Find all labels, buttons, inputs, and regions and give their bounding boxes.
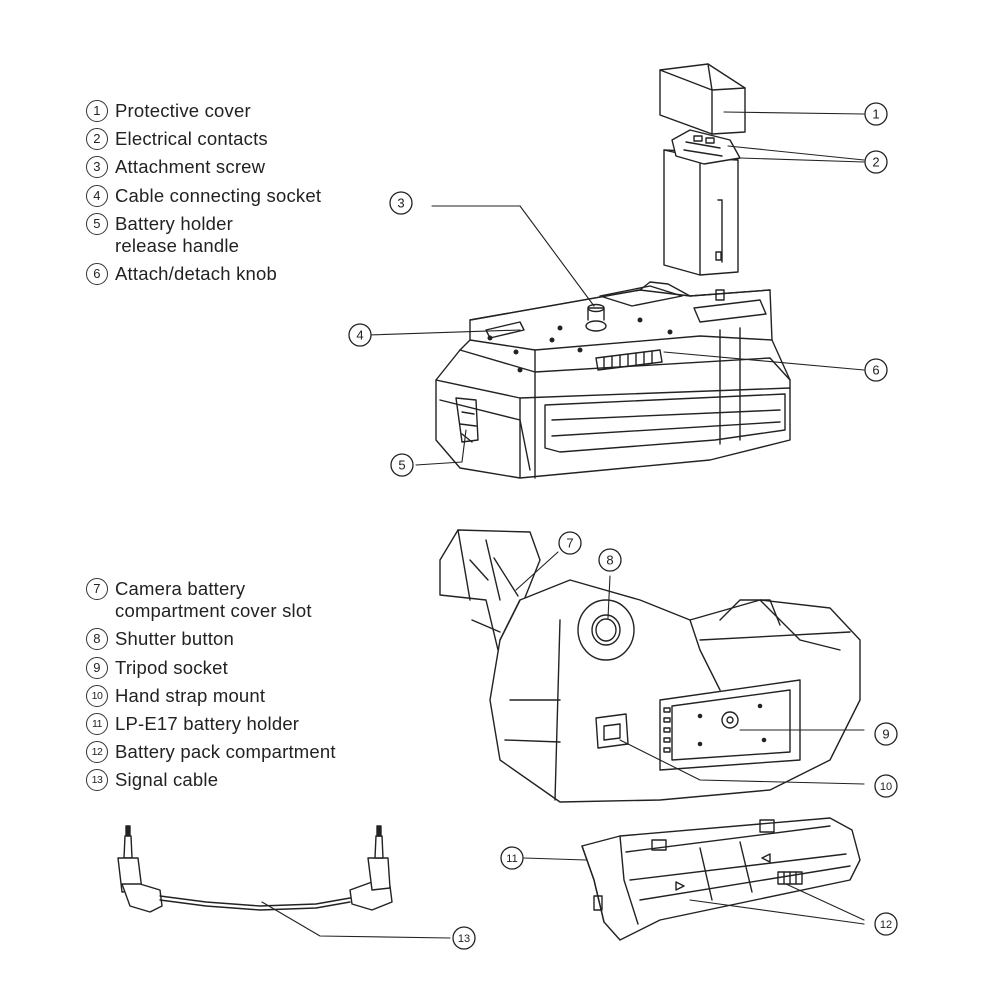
svg-text:10: 10 — [880, 781, 892, 793]
legend-item-12: 12 Battery pack compartment — [86, 741, 336, 764]
legend-number-9: 9 — [86, 656, 108, 679]
callout-7: 7 — [558, 531, 582, 555]
svg-text:2: 2 — [872, 155, 879, 170]
callout-5: 5 — [390, 453, 414, 477]
protective-cover-drawing — [659, 63, 746, 135]
battery-grip-rear-illustration — [439, 529, 861, 803]
legend-number-7: 7 — [86, 578, 108, 600]
legend-item-7: 7 Camera battery compartment cover slot — [86, 578, 336, 622]
legend-label-hand-strap-mount: Hand strap mount — [115, 684, 266, 706]
legend-label-attach-detach-knob: Attach/detach knob — [115, 263, 277, 285]
legend-number-13: 13 — [86, 769, 108, 792]
svg-text:9: 9 — [882, 727, 889, 742]
legend-label-protective-cover: Protective cover — [115, 100, 251, 121]
legend-item-11: 11 LP-E17 battery holder — [86, 712, 336, 735]
callout-9: 9 — [874, 722, 898, 746]
legend-label-attachment-screw: Attachment screw — [115, 156, 266, 178]
callout-8: 8 — [598, 548, 622, 572]
callout-10: 10 — [874, 774, 898, 798]
battery-holder-illustration — [581, 817, 861, 941]
bottom-left-leader-lines — [261, 901, 451, 939]
legend-item-4: 4 Cable connecting socket — [86, 184, 322, 207]
legend-number-10: 10 — [86, 684, 108, 707]
callout-1: 1 — [864, 102, 888, 126]
svg-text:11: 11 — [506, 853, 517, 865]
legend-item-8: 8 Shutter button — [86, 628, 336, 651]
callout-6: 6 — [864, 358, 888, 382]
legend-label-lp-e17-battery-holder: LP-E17 battery holder — [115, 712, 300, 734]
legend-number-1: 1 — [86, 100, 108, 122]
legend-number-4: 4 — [86, 184, 108, 207]
legend-number-8: 8 — [86, 628, 108, 651]
svg-text:6: 6 — [872, 363, 879, 378]
legend-label-battery-pack-compartment: Battery pack compartment — [115, 741, 336, 763]
legend-item-3: 3 Attachment screw — [86, 156, 321, 179]
grip-rear-body-drawing — [489, 579, 861, 803]
legend-item-2: 2 Electrical contacts — [86, 128, 321, 151]
svg-text:3: 3 — [397, 196, 404, 211]
svg-text:4: 4 — [356, 328, 363, 343]
legend-number-12: 12 — [86, 741, 108, 764]
legend-top: 1 Protective cover 2 Electrical contacts… — [86, 100, 321, 291]
legend-number-6: 6 — [86, 263, 108, 286]
callout-13: 13 — [452, 926, 476, 950]
grip-body-drawing — [435, 281, 791, 479]
svg-text:7: 7 — [566, 536, 573, 551]
svg-text:5: 5 — [398, 458, 405, 473]
svg-text:12: 12 — [880, 919, 892, 931]
callout-2: 2 — [864, 150, 888, 174]
legend-number-11: 11 — [86, 712, 108, 735]
callout-11: 11 — [500, 846, 524, 870]
legend-item-9: 9 Tripod socket — [86, 656, 336, 679]
svg-text:1: 1 — [872, 107, 879, 122]
middle-leader-lines — [515, 551, 865, 785]
battery-stem-drawing — [663, 129, 741, 276]
legend-item-5: 5 Battery holder release handle — [86, 212, 321, 257]
legend-label-cable-connecting-socket: Cable connecting socket — [115, 184, 322, 206]
legend-label-electrical-contacts: Electrical contacts — [115, 128, 268, 150]
callout-4: 4 — [348, 323, 372, 347]
legend-label-camera-battery-cover-slot: Camera battery compartment cover slot — [115, 578, 312, 622]
legend-item-10: 10 Hand strap mount — [86, 684, 336, 707]
legend-item-6: 6 Attach/detach knob — [86, 263, 321, 286]
legend-number-5: 5 — [86, 212, 108, 235]
legend-item-1: 1 Protective cover — [86, 100, 321, 122]
svg-text:13: 13 — [458, 933, 470, 945]
battery-grip-front-illustration — [435, 63, 791, 479]
callout-3: 3 — [389, 191, 413, 215]
svg-text:8: 8 — [606, 553, 613, 568]
bottom-right-leader-lines — [523, 857, 865, 925]
legend-label-signal-cable: Signal cable — [115, 769, 219, 791]
legend-label-tripod-socket: Tripod socket — [115, 656, 228, 678]
legend-number-3: 3 — [86, 156, 108, 179]
top-leader-lines — [367, 111, 865, 466]
legend-label-battery-holder-release-handle: Battery holder release handle — [115, 212, 240, 256]
legend-number-2: 2 — [86, 128, 108, 151]
legend-item-13: 13 Signal cable — [86, 769, 336, 792]
legend-bottom: 7 Camera battery compartment cover slot … — [86, 578, 336, 798]
callouts: 1 2 3 4 5 6 7 — [348, 102, 898, 950]
callout-12: 12 — [874, 912, 898, 936]
signal-cable-illustration — [117, 825, 393, 913]
legend-label-shutter-button: Shutter button — [115, 628, 235, 650]
